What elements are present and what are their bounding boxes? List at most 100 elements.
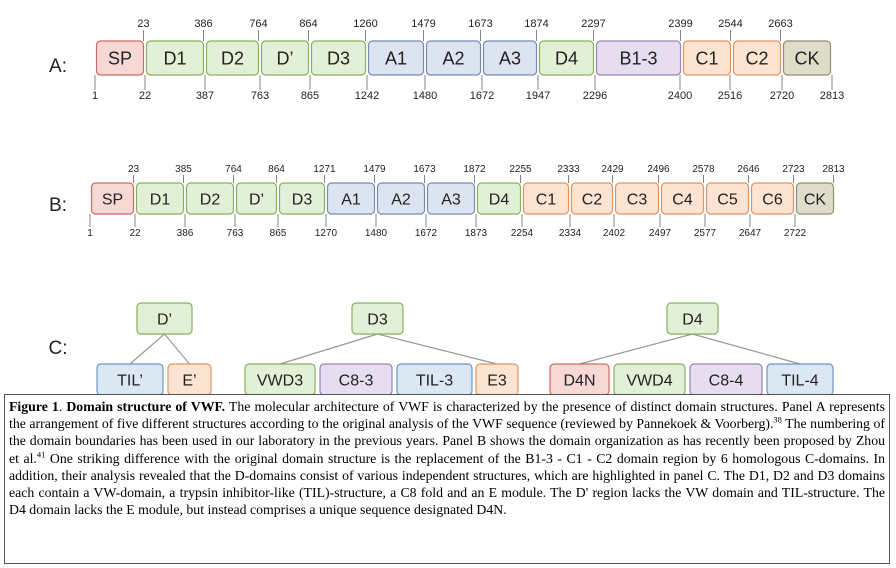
panel-b-domain-c1-9: C1 — [522, 182, 570, 215]
panel-a-bottom-number: 1480 — [413, 90, 437, 102]
tree-child-tilprime: TIL’ — [96, 363, 164, 395]
panel-a-bottom-number: 2720 — [770, 90, 794, 102]
panel-c-label: C: — [49, 338, 68, 359]
panel-a-domain-d4-8-label: D4 — [555, 48, 578, 68]
tree-connector-left — [129, 333, 165, 365]
panel-b-bottom-number: 1270 — [315, 228, 338, 239]
panel-b-domain-d1-1-box — [135, 182, 185, 215]
tree-child-til-4-label: TIL-4 — [781, 372, 818, 389]
panel-b-domain-dprime-3-box — [235, 182, 278, 215]
panel-a-bottom-number: 2400 — [668, 90, 692, 102]
panel-b-domain-dprime-3: D’ — [235, 182, 278, 215]
panel-b-domain-a1-5-label: A1 — [341, 191, 361, 208]
panel-b-domain-a1-5: A1 — [326, 182, 376, 215]
panel-a-bottom-number: 1 — [92, 90, 98, 102]
panel-b-domain-a3-7-box — [426, 182, 476, 215]
tree-child-tilprime-label: TIL’ — [117, 372, 143, 389]
panel-a-domain-d2-2-label: D2 — [221, 48, 244, 68]
panel-b-domain-c1-9-label: C1 — [536, 191, 557, 208]
tree-child-e3: E3 — [475, 363, 519, 395]
panel-b-domain-a2-6-box — [376, 182, 426, 215]
figure-title: Domain structure of VWF. — [66, 399, 226, 414]
panel-b-domain-c5-13: C5 — [705, 182, 750, 215]
panel-a-domain-d1-1-box — [145, 40, 205, 76]
tree-child-til-3-label: TIL-3 — [416, 372, 453, 389]
panel-b-domain-c6-14: C6 — [750, 182, 795, 215]
tree-parent-d4: D4 — [666, 302, 719, 335]
tree-child-vwd3-box — [244, 363, 316, 395]
tree-connector-left — [279, 333, 378, 365]
caption-ref-2: 41 — [36, 449, 46, 460]
panel-b-domain-c3-11-box — [614, 182, 660, 215]
tree-child-d4n-box — [549, 363, 610, 395]
panel-a-top-number: 2297 — [581, 18, 605, 30]
panel-b-domain-a2-6: A2 — [376, 182, 426, 215]
panel-a-domain-d2-2: D2 — [205, 40, 260, 76]
panel-b-domain-c6-14-label: C6 — [762, 191, 783, 208]
panel-a-domain-c2-11: C2 — [732, 40, 782, 76]
tree-child-c8-4-box — [689, 363, 763, 395]
panel-b-bottom-number: 2722 — [784, 228, 807, 239]
panel-a-domain-d3-4: D3 — [310, 40, 367, 76]
panel-a-domain-a3-7: A3 — [482, 40, 538, 76]
panel-b-domain-a3-7: A3 — [426, 182, 476, 215]
panel-b-domain-d2-2-box — [185, 182, 235, 215]
panel-a-domain-d1-1: D1 — [145, 40, 205, 76]
panel-b-domain-sp-0-box — [90, 182, 135, 215]
tree-parent-d3-box — [351, 302, 404, 335]
panel-b-domain-c2-10-box — [570, 182, 614, 215]
panel-b-top-number: 385 — [175, 164, 192, 175]
panel-b-domain-sp-0: SP — [90, 182, 135, 215]
panel-b-domain-c4-12: C4 — [660, 182, 705, 215]
tree-child-c8-3-label: C8-3 — [339, 372, 374, 389]
panel-b-domain-ck-15-box — [795, 182, 835, 215]
panel-a-domain-a1-5: A1 — [367, 40, 425, 76]
tree-child-eprime: E’ — [167, 363, 212, 395]
panel-b-bottom-number: 1 — [87, 228, 93, 239]
panel-a-domain-dprime-3-label: D’ — [277, 48, 294, 68]
panel-a-domain-a2-6-label: A2 — [442, 48, 464, 68]
panel-a-domain-d1-1-label: D1 — [163, 48, 186, 68]
panel-a-bottom-number: 22 — [139, 90, 151, 102]
panel-a-domain-a2-6: A2 — [425, 40, 482, 76]
tree-child-d4n: D4N — [549, 363, 610, 395]
tree-connector-right — [377, 333, 498, 365]
panel-b-domain-c3-11: C3 — [614, 182, 660, 215]
panel-b-domain-ck-15: CK — [795, 182, 835, 215]
tree-child-c8-3: C8-3 — [319, 363, 393, 395]
panel-b-bottom-number: 2334 — [559, 228, 582, 239]
panel-b-bottom-number: 2254 — [511, 228, 534, 239]
panel-b-top-number: 2496 — [647, 164, 670, 175]
panel-b-domain-c2-10: C2 — [570, 182, 614, 215]
panel-a-top-number: 1260 — [353, 18, 377, 30]
panel-a-domain-b1-3-9-box — [595, 40, 682, 76]
panel-a-top-number: 2544 — [718, 18, 742, 30]
tree-child-eprime-label: E’ — [182, 372, 196, 389]
panel-a-domain-sp-0-label: SP — [108, 48, 132, 68]
panel-a-domain-sp-0-box — [95, 40, 145, 76]
tree-parent-d3: D3 — [351, 302, 404, 335]
panel-a-domain-d4-8-box — [538, 40, 595, 76]
panel-a-domain-c1-10: C1 — [682, 40, 732, 76]
panel-b-domain-c4-12-box — [660, 182, 705, 215]
panel-b-domain-d2-2: D2 — [185, 182, 235, 215]
panel-b-bottom-number: 763 — [227, 228, 244, 239]
panel-a-domain-a1-5-label: A1 — [385, 48, 407, 68]
panel-b-bottom-number: 865 — [270, 228, 287, 239]
panel-b-domain-d3-4: D3 — [278, 182, 326, 215]
panel-a-top-number: 23 — [137, 18, 149, 30]
panel-b-domain-d3-4-label: D3 — [292, 191, 313, 208]
caption-text-2: The numbering of the domain boundaries h… — [9, 416, 885, 466]
panel-b-bottom-number: 22 — [129, 228, 141, 239]
panel-b-domain-d1-1: D1 — [135, 182, 185, 215]
tree-child-til-3-box — [396, 363, 473, 395]
panel-a-domain-a3-7-label: A3 — [499, 48, 521, 68]
panel-a-domain-d2-2-box — [205, 40, 260, 76]
panel-b-bottom-number: 2402 — [603, 228, 626, 239]
panel-b-domain-c2-10-label: C2 — [582, 191, 603, 208]
tree-parent-d4-box — [666, 302, 719, 335]
panel-a-domain-a1-5-box — [367, 40, 425, 76]
